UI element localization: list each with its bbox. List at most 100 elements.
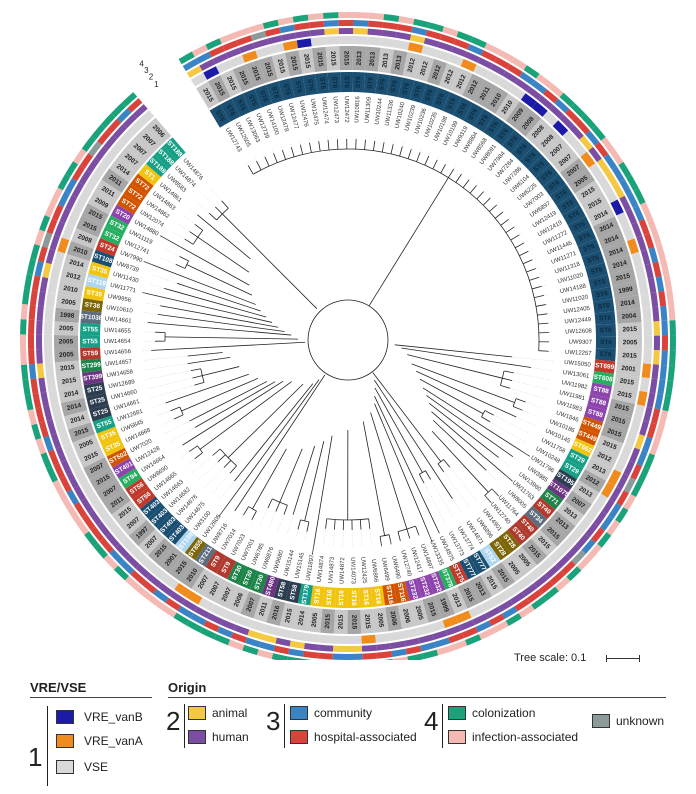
- branch-tip: [432, 159, 438, 170]
- st-band-cell: [92, 415, 116, 434]
- clade-stem: [279, 448, 303, 503]
- branch-tip: [194, 381, 205, 386]
- branch-tip: [531, 285, 542, 290]
- year-band-cell: [462, 73, 485, 101]
- year-band-cell: [602, 241, 630, 262]
- ring-setting-cell: [48, 449, 60, 466]
- st-label: ST6: [457, 102, 469, 116]
- year-label: 2015: [289, 55, 299, 71]
- branch-tip: [157, 313, 168, 317]
- ring-setting-cell: [554, 98, 570, 114]
- branch-guide: [304, 531, 308, 542]
- ring-setting-cell: [302, 650, 319, 659]
- ring-infection-cell: [484, 42, 501, 55]
- ring-vre-cell: [47, 278, 59, 294]
- branch-guide: [298, 139, 301, 145]
- st-label: ST59: [82, 350, 98, 358]
- year-band-cell: [552, 147, 579, 173]
- year-band-cell: [612, 281, 639, 299]
- ring-infection-cell: [24, 273, 33, 290]
- year-band-cell: [511, 546, 538, 574]
- branch-tip: [164, 287, 174, 292]
- isolate-id-label: UW12405: [563, 306, 591, 316]
- st-band-cell: [559, 458, 584, 480]
- branch-tip: [184, 238, 194, 245]
- st-band-cell: [588, 274, 611, 291]
- clade-arc: [379, 534, 390, 537]
- st-label: ST16: [350, 590, 357, 606]
- isolate-id-label: UW6499: [380, 557, 390, 582]
- ring-vre-cell: [347, 635, 362, 644]
- isolate-id-label: UW10610: [106, 305, 134, 315]
- legend-label-colonization: colonization: [472, 706, 536, 720]
- ring-infection-cell: [178, 51, 195, 65]
- st-label: ST6: [600, 327, 613, 334]
- st-band-cell: [91, 249, 115, 268]
- st-band-cell: [595, 323, 616, 337]
- st-band-cell: [125, 477, 149, 500]
- branch-guide: [496, 201, 501, 206]
- legend-label-vanb: VRE_vanB: [84, 710, 143, 724]
- branch-tip: [388, 534, 392, 545]
- ring-infection-cell: [492, 620, 509, 634]
- ring-host-cell: [361, 644, 377, 652]
- ring-infection-cell: [24, 394, 34, 411]
- branch-guide: [145, 302, 161, 306]
- ring-setting-cell: [338, 20, 354, 27]
- branch-tip: [173, 414, 184, 420]
- ring-host-cell: [636, 235, 647, 252]
- year-band-cell: [604, 410, 632, 431]
- ring-setting-cell: [571, 549, 586, 565]
- ring-host-cell: [497, 599, 514, 613]
- ring-infection-cell: [323, 12, 339, 19]
- year-label: 2015: [606, 427, 622, 439]
- ring-setting-cell: [230, 632, 247, 643]
- st-label: ST6: [282, 83, 292, 97]
- branch-tip: [515, 398, 526, 403]
- ring-setting-cell: [659, 364, 667, 381]
- ring-infection-cell: [40, 452, 52, 469]
- branch-tip: [187, 354, 198, 357]
- ring-vre-cell: [250, 620, 266, 633]
- st-band-cell: [442, 92, 462, 116]
- ring-infection-cell: [555, 576, 571, 592]
- st-band-cell: [227, 561, 247, 585]
- year-band-cell: [279, 602, 298, 629]
- ring-vre-cell: [455, 610, 472, 624]
- year-band-cell: [365, 46, 381, 72]
- ring-infection-cell: [39, 215, 51, 232]
- ring-host-cell: [629, 447, 641, 464]
- branch-guide: [276, 514, 285, 534]
- branch-guide: [491, 487, 499, 497]
- branch-guide: [538, 275, 544, 278]
- ring-infection-cell: [615, 507, 629, 524]
- ring-host-cell: [612, 183, 625, 199]
- st-band-cell: [565, 448, 590, 469]
- ring-host-cell: [158, 582, 174, 597]
- ring-infection-cell: [19, 334, 27, 350]
- year-band-cell: [81, 203, 109, 226]
- branch-tip: [462, 179, 470, 188]
- ring-host-cell: [135, 564, 151, 579]
- st-band-cell: [130, 173, 154, 196]
- year-band-cell: [596, 434, 624, 457]
- ring-infection-cell: [668, 350, 676, 366]
- branch-guide: [532, 257, 537, 260]
- year-band-cell: [592, 216, 621, 239]
- ring-infection-cell: [518, 604, 535, 619]
- ring-vre-cell: [600, 481, 615, 498]
- clade-stem: [157, 322, 292, 336]
- year-band-cell: [196, 81, 220, 109]
- ring-host-cell: [643, 406, 653, 422]
- ring-infection-cell: [505, 613, 522, 626]
- st-band-cell: [315, 72, 330, 94]
- st-label: ST6: [578, 231, 592, 242]
- st-band-cell: [452, 97, 473, 121]
- ring-setting-cell: [376, 650, 393, 659]
- ring-infection-cell: [75, 518, 89, 535]
- ring-host-cell: [639, 420, 650, 436]
- legend-swatch-infection: [448, 730, 466, 744]
- ring-setting-cell: [347, 653, 363, 660]
- ring-host-cell: [86, 157, 100, 174]
- st-band-cell: [145, 154, 169, 178]
